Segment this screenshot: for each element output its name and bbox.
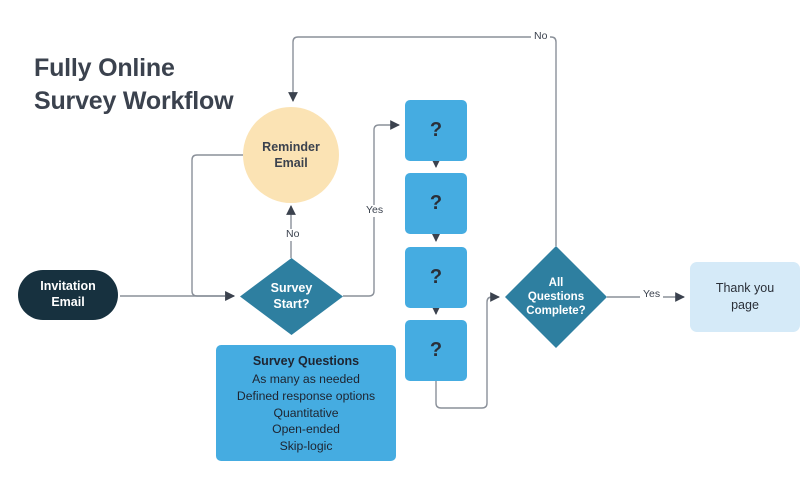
edge-label-no-start-to-reminder: No	[283, 228, 303, 241]
question-box-1[interactable]: ?	[405, 100, 467, 161]
invitation-email-label-line1: Invitation	[40, 279, 96, 294]
reminder-email-label-line2: Email	[274, 156, 308, 170]
node-reminder-email[interactable]: Reminder Email	[243, 107, 339, 203]
survey-start-label: Survey Start?	[270, 281, 313, 311]
thank-you-label-line2: page	[731, 298, 759, 312]
node-thank-you-page[interactable]: Thank you page	[690, 262, 800, 332]
survey-questions-line-3: Quantitative	[273, 405, 339, 420]
diamond-shape	[505, 246, 607, 348]
edge-label-no-top: No	[531, 30, 551, 43]
survey-questions-line-4: Open-ended	[272, 422, 340, 437]
node-invitation-email[interactable]: Invitation Email	[18, 270, 118, 320]
edge-label-yes-start-to-questions: Yes	[363, 204, 387, 217]
survey-questions-panel[interactable]: Survey Questions As many as needed Defin…	[216, 345, 396, 461]
node-all-questions-complete-decision[interactable]: All Questions Complete?	[505, 246, 607, 348]
question-box-2[interactable]: ?	[405, 173, 467, 234]
survey-questions-line-1: As many as needed	[252, 371, 360, 386]
question-mark-icon: ?	[429, 192, 443, 214]
survey-questions-heading: Survey Questions	[252, 353, 360, 368]
thank-you-label-line1: Thank you	[715, 281, 775, 296]
question-mark-icon: ?	[429, 119, 443, 141]
edge-label-yes-complete-to-thanks: Yes	[640, 288, 664, 301]
survey-questions-line-5: Skip-logic	[279, 439, 333, 454]
question-mark-icon: ?	[429, 339, 443, 361]
question-box-4[interactable]: ?	[405, 320, 467, 381]
question-mark-icon: ?	[429, 266, 443, 288]
invitation-email-label-line2: Email	[51, 295, 85, 309]
survey-questions-line-2: Defined response options	[236, 388, 376, 403]
question-box-3[interactable]: ?	[405, 247, 467, 308]
diamond-shape	[240, 258, 343, 335]
all-questions-complete-label: All Questions Complete?	[526, 276, 586, 317]
reminder-email-label-line1: Reminder	[262, 139, 320, 154]
diagram-title: Fully Online Survey Workflow	[34, 54, 234, 115]
node-survey-start-decision[interactable]: Survey Start?	[240, 258, 343, 335]
edge-reminder-to-start	[191, 154, 243, 301]
